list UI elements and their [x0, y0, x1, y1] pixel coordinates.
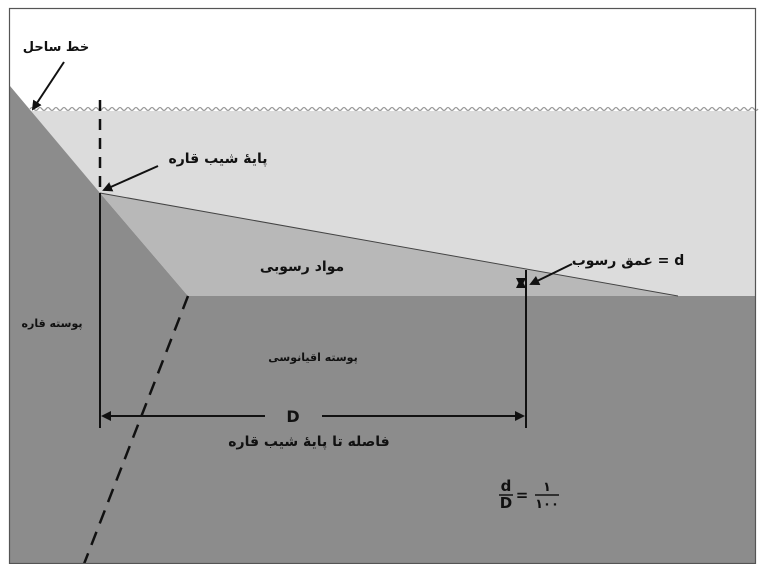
depth-pointer-arrow — [529, 263, 573, 285]
slope-base-pointer-arrow — [102, 165, 159, 192]
sediment-depth-label: عمق رسوب = d — [572, 253, 685, 269]
coastline-label: خط ساحل — [23, 40, 89, 55]
formula-denominator-left: D — [500, 494, 512, 512]
distance-caption: فاصله تا پایهٔ شیب قاره — [228, 434, 389, 450]
crust-area — [10, 86, 755, 564]
formula-denominator-right: ۱۰۰ — [535, 497, 559, 512]
distance-symbol: D — [286, 407, 299, 426]
formula-equals: = — [516, 486, 529, 504]
coastline-pointer-arrow — [31, 61, 65, 111]
oceanic-crust-label: پوسته اقیانوسی — [268, 351, 357, 364]
sea-surface-waves — [29, 106, 759, 112]
formula-numerator-right: ۱ — [543, 480, 551, 495]
slope-base-label: پایهٔ شیب قاره — [168, 151, 267, 167]
crust-boundary-dashed-line — [82, 295, 190, 565]
continental-crust-label: پوسته قاره — [22, 317, 83, 330]
sediment-top-edge — [99, 192, 679, 297]
sediments-label: مواد رسوبی — [260, 259, 344, 275]
ratio-formula: d D = ۱ ۱۰۰ — [499, 477, 559, 512]
formula-numerator-left: d — [501, 477, 512, 495]
